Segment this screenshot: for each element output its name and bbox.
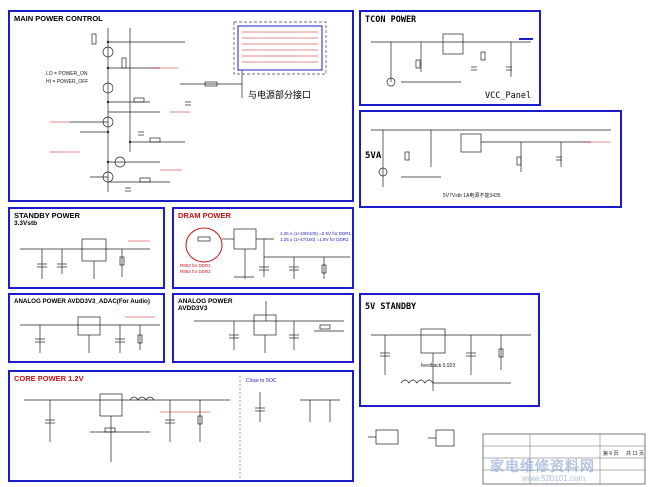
- 5v-standby-panel: 5V STANDBY feedback 0.923: [359, 293, 540, 407]
- fiveva-schematic: [371, 129, 611, 187]
- dram-formula-ddr1: 1.25 x (1+100/100) =2.5V for DDR1: [280, 231, 352, 236]
- panel-title: TCON POWER: [365, 15, 417, 25]
- panel-title: ANALOG POWER AVDD3V3_ADAC(For Audio): [14, 298, 150, 305]
- core-power-schematic: [24, 376, 340, 480]
- dram-res-note-ddr1: R853 for DDR1: [180, 263, 211, 268]
- panel-title: 5V STANDBY: [365, 302, 417, 312]
- sheet-number: 第 6 页: [603, 451, 619, 457]
- panel-subtitle: 3.3Vstb: [14, 220, 38, 227]
- dram-schematic: [185, 227, 350, 279]
- standby-schematic: [20, 238, 150, 279]
- dram-power-panel: DRAM POWER 1.25 x (1+100/100) =2.5V for …: [172, 207, 354, 289]
- panel-title: ANALOG POWER: [178, 298, 233, 305]
- main-power-control-panel: MAIN POWER CONTROL LO = POWER_ON HI = PO…: [8, 10, 354, 202]
- analog-avdd-panel: ANALOG POWER AVDD3V3: [172, 293, 354, 363]
- power-off-note: HI = POWER_OFF: [46, 79, 89, 85]
- panel-title: CORE POWER 1.2V: [14, 374, 84, 383]
- core-power-panel: CORE POWER 1.2V Close to SOC: [8, 370, 354, 482]
- analog-adac-schematic: [20, 316, 160, 353]
- vcc-panel-label: VCC_Panel: [485, 91, 532, 101]
- standby-power-panel: STANDBY POWER 3.3Vstb: [8, 207, 165, 289]
- tcon-power-panel: TCON POWER VCC_Panel: [359, 10, 541, 106]
- power-on-note: LO = POWER_ON: [46, 71, 88, 77]
- tcon-schematic: [371, 33, 533, 87]
- fiveva-panel: 5VA 5V7Vstb 1A电源不能3435: [359, 110, 622, 208]
- dram-formula-ddr2: 1.25 x (1+47/100) =1.8V for DDR2: [280, 237, 349, 242]
- analog-avdd-schematic: [194, 301, 344, 353]
- 5v-standby-schematic: [371, 328, 531, 391]
- dram-res-note-ddr2: R854 for DDR2: [180, 269, 211, 274]
- panel-title: STANDBY POWER: [14, 211, 80, 220]
- watermark-url: www.520101.com: [522, 474, 586, 483]
- feedback-note: feedback 0.923: [421, 363, 456, 369]
- analog-adac-panel: ANALOG POWER AVDD3V3_ADAC(For Audio): [8, 293, 165, 363]
- close-to-soc-note: Close to SOC: [246, 378, 277, 384]
- fiveva-note: 5V7Vstb 1A电源不能3435: [443, 193, 501, 199]
- watermark-brand: 家电维修资料网: [490, 458, 595, 474]
- power-interface-label: 与电源部分接口: [248, 90, 312, 100]
- panel-title: DRAM POWER: [178, 211, 231, 220]
- main-power-schematic: [50, 21, 327, 192]
- panel-title: MAIN POWER CONTROL: [14, 14, 103, 23]
- sheet-total: 共 11 页: [626, 451, 644, 457]
- panel-subtitle: AVDD3V3: [178, 305, 208, 312]
- panel-title: 5VA: [365, 151, 382, 161]
